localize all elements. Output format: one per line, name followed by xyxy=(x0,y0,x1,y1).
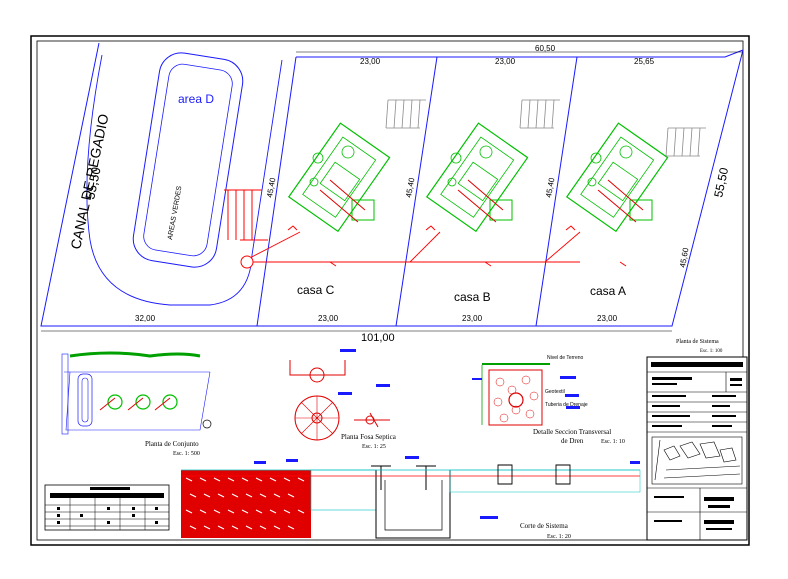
area-d-outer xyxy=(132,52,244,268)
house-b-plan xyxy=(425,122,529,233)
conjunto-scale: Esc. 1: 500 xyxy=(173,451,200,457)
house-b-label: casa B xyxy=(454,290,491,304)
title-block: Planta de Sistema Esc. 1: 100 xyxy=(646,339,748,541)
house-a-plan xyxy=(565,122,669,233)
septic-tank-section xyxy=(375,470,451,539)
planta-conjunto-detail: Planta de Conjunto Esc. 1: 500 xyxy=(61,351,212,457)
dim-depth-right: 45,60 xyxy=(678,247,690,269)
dren-label-terreno: Nivel de Terreno xyxy=(547,355,584,361)
area-d-inner xyxy=(143,63,233,257)
lot-divider-b-a xyxy=(535,56,578,327)
dim-bottom-total: 101,00 xyxy=(361,332,395,344)
access-road-outer xyxy=(86,54,283,306)
legend-table xyxy=(44,484,170,531)
corte-title: Corte de Sistema xyxy=(520,522,569,530)
drain-field-hatch-pattern xyxy=(185,477,305,530)
corte-scale: Esc. 1: 20 xyxy=(547,534,571,540)
dren-label-geotextil: Geotextil xyxy=(545,389,565,395)
dim-depth-c: 45,40 xyxy=(265,177,277,199)
septic-tank-marker xyxy=(240,255,254,269)
house-a-label: casa A xyxy=(590,284,626,298)
sistema-scale: Esc. 1: 100 xyxy=(700,349,723,354)
dim-depth-b: 45,40 xyxy=(404,177,416,199)
planta-fosa-detail: Planta Fosa Septica Esc. 1: 25 xyxy=(289,349,397,450)
dim-depth-a: 45,40 xyxy=(544,177,556,199)
lot-top-edge xyxy=(296,49,744,58)
dimension-lines xyxy=(41,51,743,332)
fosa-scale: Esc. 1: 25 xyxy=(362,444,386,450)
dim-bottom-left: 32,00 xyxy=(135,314,156,323)
sistema-title: Planta de Sistema xyxy=(676,339,719,345)
dim-left-side: 55,50 xyxy=(82,166,103,201)
dren-label-tuberia: Tuberia de Drenaje xyxy=(545,402,588,408)
title-block-thumbnail xyxy=(651,436,743,485)
house-c-plan xyxy=(287,122,391,233)
dim-top-a: 25,65 xyxy=(634,57,655,66)
lot-boundary xyxy=(40,42,744,327)
dren-title-2: de Dren xyxy=(561,437,584,445)
dim-top-total: 60,50 xyxy=(535,44,556,53)
outer-frame xyxy=(30,35,750,546)
corte-sistema-detail: Corte de Sistema Esc. 1: 20 xyxy=(181,456,641,540)
dren-title: Detalle Seccion Transversal xyxy=(533,428,611,436)
fosa-title: Planta Fosa Septica xyxy=(341,433,397,441)
dim-top-c: 23,00 xyxy=(360,57,381,66)
dim-right-side: 55,50 xyxy=(711,166,731,199)
drain-field-lines xyxy=(224,189,268,241)
sewer-branch-lines xyxy=(241,231,581,263)
pipe-fittings xyxy=(287,225,627,267)
dim-bottom-b: 23,00 xyxy=(462,314,483,323)
dren-scale: Esc. 1: 10 xyxy=(601,439,625,445)
inner-frame xyxy=(36,40,744,541)
parking-stalls xyxy=(385,99,706,157)
area-d-label: area D xyxy=(178,92,214,106)
conjunto-title: Planta de Conjunto xyxy=(145,440,199,448)
house-c-label: casa C xyxy=(297,283,335,297)
dren-detail: Nivel de Terreno Geotextil Tuberia de Dr… xyxy=(472,355,625,445)
lot-divider-c-b xyxy=(395,56,438,327)
dim-bottom-a: 23,00 xyxy=(597,314,618,323)
dim-top-b: 23,00 xyxy=(495,57,516,66)
dim-bottom-c: 23,00 xyxy=(318,314,339,323)
lot-divider-c-left xyxy=(256,56,297,327)
